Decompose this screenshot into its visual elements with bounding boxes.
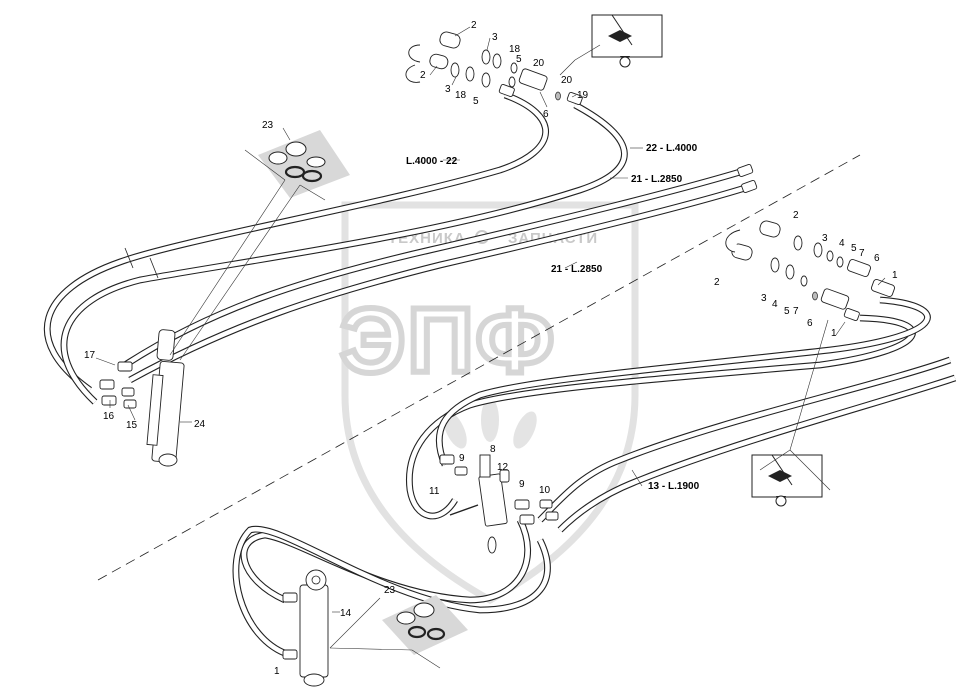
hose-label-21-upper: 21 - L.2850 <box>631 174 683 185</box>
valve-symbol-icon-bottom <box>751 454 823 507</box>
callout-18: 18 <box>455 90 467 101</box>
hose-valve-to-lower-cylinder <box>232 518 551 659</box>
callout-14: 14 <box>340 608 352 619</box>
callout-3: 3 <box>492 32 498 43</box>
callout-6: 6 <box>807 318 813 329</box>
callout-6: 6 <box>874 253 880 264</box>
callout-3: 3 <box>445 84 451 95</box>
callout-1: 1 <box>831 328 837 339</box>
callout-5: 5 <box>851 243 857 254</box>
seal-kit-inset-upper <box>169 130 350 361</box>
callout-12: 12 <box>497 462 509 473</box>
cylinder-14 <box>282 569 329 687</box>
top-coupling-group <box>405 14 663 105</box>
callout-7: 7 <box>859 248 865 259</box>
callout-17: 17 <box>84 350 96 361</box>
callout-9: 9 <box>459 453 465 464</box>
callout-3: 3 <box>761 293 767 304</box>
hose-labels: L.4000 - 22 22 - L.4000 21 - L.2850 21 -… <box>406 143 700 492</box>
callout-15: 15 <box>126 420 138 431</box>
callout-1: 1 <box>274 666 280 677</box>
callout-6: 6 <box>543 109 549 120</box>
callout-2: 2 <box>471 20 477 31</box>
callout-4: 4 <box>772 299 778 310</box>
callout-19: 19 <box>577 90 589 101</box>
hose-label-22-right: 22 - L.4000 <box>646 143 698 154</box>
dust-cap-2a <box>439 31 461 49</box>
right-coupling-group <box>725 220 895 507</box>
callout-5: 5 <box>784 306 790 317</box>
callout-8: 8 <box>490 444 496 455</box>
callout-7: 7 <box>793 306 799 317</box>
callout-23: 23 <box>262 120 274 131</box>
valve-symbol-icon-top <box>591 14 663 68</box>
callout-20: 20 <box>561 75 573 86</box>
coupler-20 <box>518 68 548 91</box>
callout-10: 10 <box>539 485 551 496</box>
callout-11: 11 <box>429 486 440 497</box>
callout-5: 5 <box>516 54 522 65</box>
dust-cap-2b <box>429 53 449 70</box>
hose-label-22-left: L.4000 - 22 <box>406 156 458 167</box>
seal-kit-inset-lower <box>329 595 468 669</box>
callout-2: 2 <box>714 277 720 288</box>
callout-1: 1 <box>892 270 898 281</box>
coupler-6-right <box>820 288 850 310</box>
cylinder-24 <box>99 329 185 467</box>
callout-16: 16 <box>103 411 115 422</box>
hose-21-pair <box>123 163 758 383</box>
watermark-brand: ЭПФ <box>340 290 556 392</box>
callout-9: 9 <box>519 479 525 490</box>
callout-20: 20 <box>533 58 545 69</box>
callout-2: 2 <box>420 70 426 81</box>
callout-24: 24 <box>194 419 206 430</box>
hose-label-13: 13 - L.1900 <box>648 481 700 492</box>
hose-label-21-lower: 21 - L.2850 <box>551 264 603 275</box>
callout-2: 2 <box>793 210 799 221</box>
callout-5: 5 <box>473 96 479 107</box>
callout-23: 23 <box>384 585 396 596</box>
callout-18: 18 <box>509 44 521 55</box>
valve-block <box>439 454 559 554</box>
leader-lines <box>95 26 886 613</box>
dust-cap-2c <box>759 220 781 238</box>
callout-numbers: 2 2 3 3 18 18 5 5 20 20 19 6 23 17 16 15… <box>84 20 898 677</box>
axis-dashed-line <box>97 154 861 581</box>
hose-13-pair <box>537 356 957 533</box>
callout-4: 4 <box>839 238 845 249</box>
hose-right-coupling-to-valve <box>405 296 931 520</box>
callout-3: 3 <box>822 233 828 244</box>
wheat-icon <box>443 398 537 449</box>
hose-22-pair <box>43 91 628 405</box>
